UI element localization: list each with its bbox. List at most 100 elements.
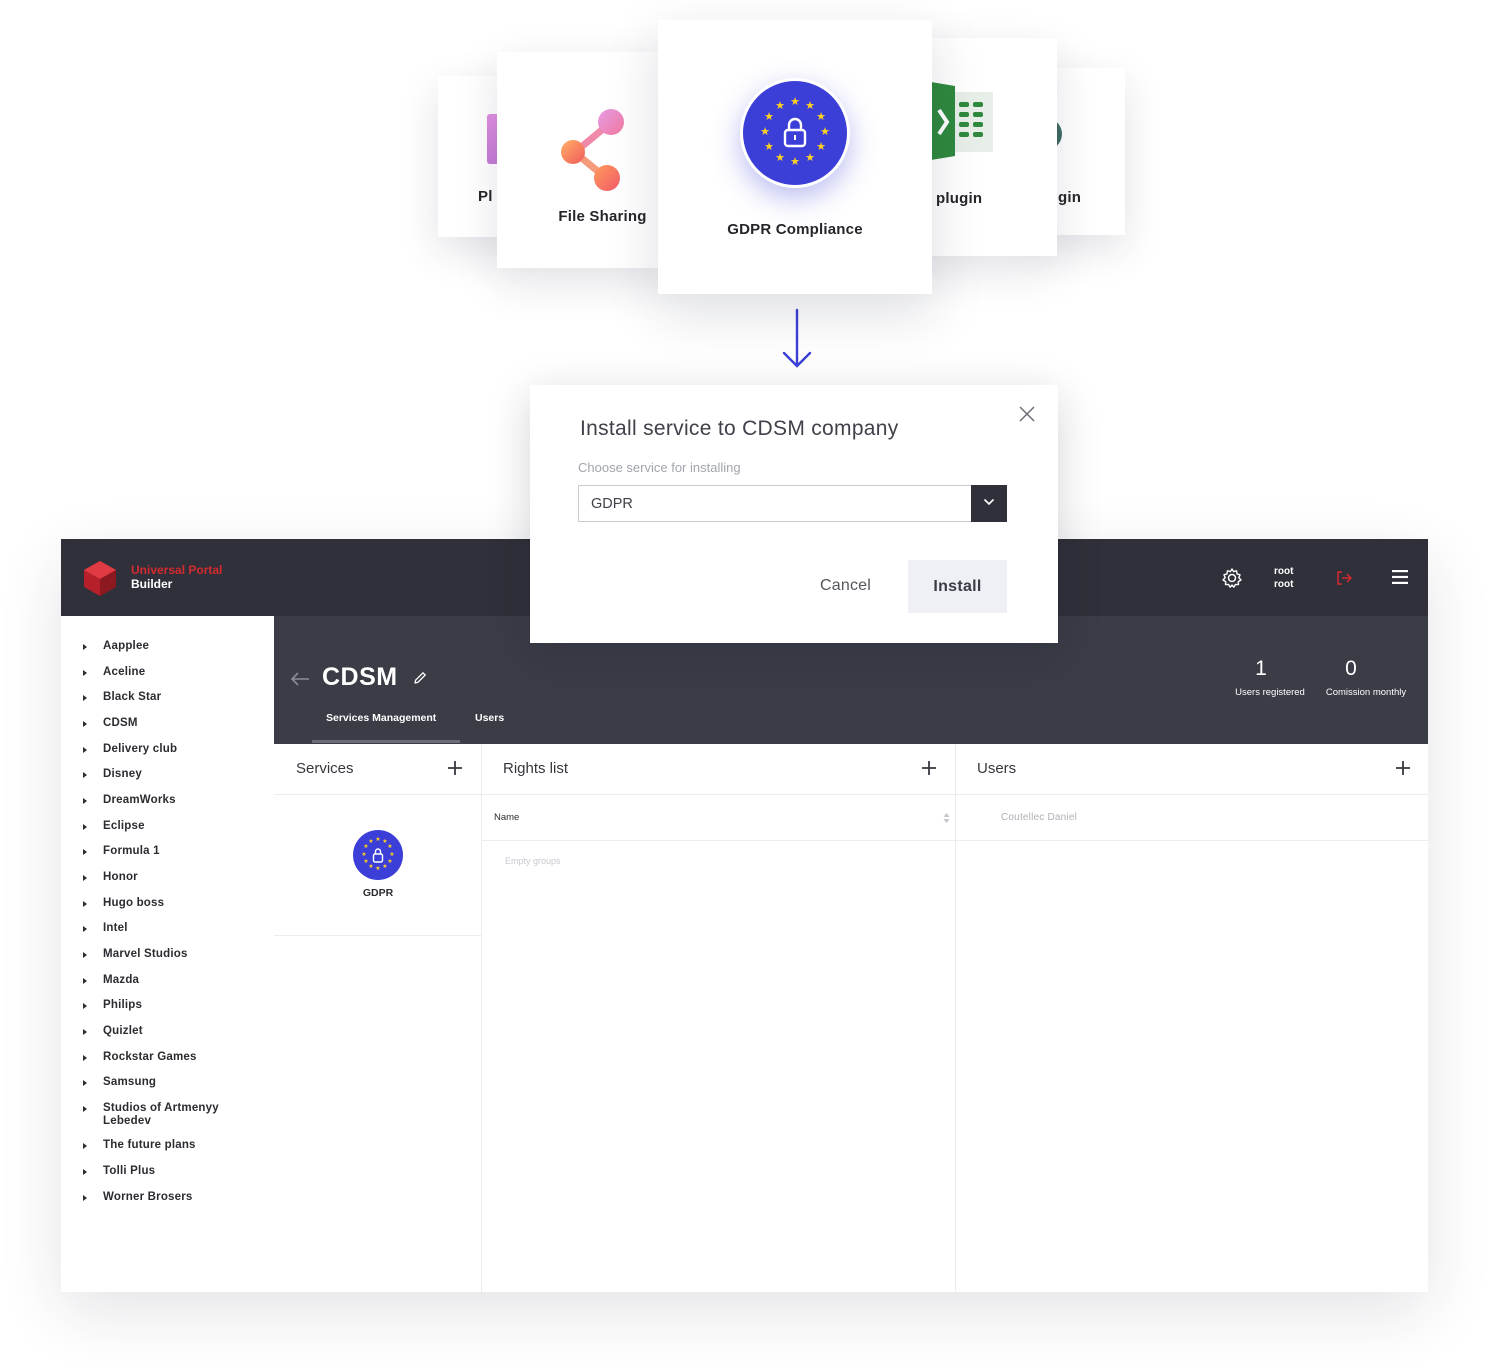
caret-right-icon xyxy=(83,670,87,676)
plus-icon[interactable] xyxy=(1396,761,1410,775)
svg-text:★: ★ xyxy=(363,843,368,850)
sidebar-item-label: Black Star xyxy=(103,691,162,703)
back-arrow-icon[interactable] xyxy=(290,672,310,686)
sidebar-item[interactable]: Rockstar Games xyxy=(83,1051,233,1064)
sidebar-item[interactable]: Studios of Artmenyy Lebedev xyxy=(83,1102,233,1128)
caret-right-icon xyxy=(83,1169,87,1175)
select-toggle[interactable] xyxy=(971,485,1007,522)
svg-text:★: ★ xyxy=(790,155,800,168)
sidebar-item-label: Rockstar Games xyxy=(103,1051,197,1063)
caret-right-icon xyxy=(83,901,87,907)
install-service-modal: Install service to CDSM company Choose s… xyxy=(530,385,1058,643)
services-panel-header: Services xyxy=(274,744,481,795)
sidebar-item[interactable]: DreamWorks xyxy=(83,794,233,807)
svg-text:★: ★ xyxy=(760,125,770,138)
rights-panel-header: Rights list xyxy=(481,744,955,795)
sidebar-item[interactable]: Worner Brosers xyxy=(83,1191,233,1204)
service-select-value: GDPR xyxy=(591,496,633,512)
caret-right-icon xyxy=(83,1029,87,1035)
empty-state-text: Empty groups xyxy=(505,856,561,866)
chevron-down-icon xyxy=(983,498,995,506)
svg-text:★: ★ xyxy=(368,863,373,870)
sidebar-item-label: Honor xyxy=(103,871,138,883)
svg-text:★: ★ xyxy=(382,838,387,845)
cancel-button[interactable]: Cancel xyxy=(820,577,872,594)
svg-text:★: ★ xyxy=(775,99,785,112)
pencil-icon[interactable] xyxy=(412,670,428,686)
install-button[interactable]: Install xyxy=(908,560,1007,613)
sidebar-item[interactable]: Delivery club xyxy=(83,743,233,756)
tab-users[interactable]: Users xyxy=(475,712,505,724)
sidebar-item[interactable]: Intel xyxy=(83,922,233,935)
caret-right-icon xyxy=(83,1055,87,1061)
caret-right-icon xyxy=(83,695,87,701)
excel-icon xyxy=(925,80,995,162)
sidebar-item[interactable]: Samsung xyxy=(83,1076,233,1089)
sidebar-item[interactable]: Marvel Studios xyxy=(83,948,233,961)
plugin-card-label: Pl xyxy=(478,188,493,205)
sidebar-item[interactable]: Hugo boss xyxy=(83,897,233,910)
rights-title: Rights list xyxy=(503,760,569,777)
plugin-card-file-sharing[interactable]: File Sharing xyxy=(497,52,672,268)
close-icon[interactable] xyxy=(1018,405,1036,423)
users-registered-label: Users registered xyxy=(1235,687,1305,698)
user-list-item[interactable]: Coutellec Daniel xyxy=(1001,812,1078,823)
sidebar-item[interactable]: Aceline xyxy=(83,666,233,679)
sidebar-item[interactable]: Disney xyxy=(83,768,233,781)
sidebar-item-label: Delivery club xyxy=(103,743,178,755)
sidebar-item[interactable]: Honor xyxy=(83,871,233,884)
service-tile-label: GDPR xyxy=(362,887,394,899)
gear-icon[interactable] xyxy=(1221,567,1243,589)
name-column-header[interactable]: Name xyxy=(494,812,520,823)
user-name[interactable]: root xyxy=(1274,566,1294,577)
svg-text:★: ★ xyxy=(816,140,826,153)
modal-subtitle: Choose service for installing xyxy=(578,460,741,475)
commission-monthly-value: 0 xyxy=(1345,657,1357,680)
caret-right-icon xyxy=(83,747,87,753)
svg-text:★: ★ xyxy=(387,858,392,865)
sidebar-item[interactable]: Quizlet xyxy=(83,1025,233,1038)
sidebar-item-label: Quizlet xyxy=(103,1025,143,1037)
sidebar-item-label: Disney xyxy=(103,768,142,780)
column-divider xyxy=(481,744,482,1292)
svg-text:★: ★ xyxy=(805,151,815,164)
plus-icon[interactable] xyxy=(448,761,462,775)
plus-icon[interactable] xyxy=(922,761,936,775)
plugin-card-label: gin xyxy=(1058,189,1082,206)
users-registered-count: 1 xyxy=(1255,657,1267,680)
plugin-card-label: plugin xyxy=(936,190,983,207)
sidebar-item[interactable]: CDSM xyxy=(83,717,233,730)
sidebar-item-label: Samsung xyxy=(103,1076,157,1088)
sidebar-item-label: Aceline xyxy=(103,666,146,678)
sidebar-item-label: Tolli Plus xyxy=(103,1165,156,1177)
svg-text:★: ★ xyxy=(389,851,394,858)
sidebar-item[interactable]: Philips xyxy=(83,999,233,1012)
sidebar-item[interactable]: The future plans xyxy=(83,1139,233,1152)
sidebar-item[interactable]: Aapplee xyxy=(83,640,233,653)
caret-right-icon xyxy=(83,644,87,650)
sidebar-item[interactable]: Formula 1 xyxy=(83,845,233,858)
plugin-card-gdpr[interactable]: ★★★★ ★★★★ ★★★★ GDPR Compliance xyxy=(658,20,932,294)
svg-text:★: ★ xyxy=(363,858,368,865)
sidebar-item[interactable]: Mazda xyxy=(83,974,233,987)
sidebar-item-label: Marvel Studios xyxy=(103,948,188,960)
svg-text:★: ★ xyxy=(764,110,774,123)
sidebar-item-label: Formula 1 xyxy=(103,845,160,857)
sidebar-item[interactable]: Eclipse xyxy=(83,820,233,833)
service-select[interactable]: GDPR xyxy=(578,485,1007,522)
sidebar-item[interactable]: Tolli Plus xyxy=(83,1165,233,1178)
svg-text:★: ★ xyxy=(375,836,380,843)
caret-right-icon xyxy=(83,824,87,830)
sidebar-item[interactable]: Black Star xyxy=(83,691,233,704)
tab-services-management[interactable]: Services Management xyxy=(326,712,437,724)
services-title: Services xyxy=(296,760,354,777)
logout-icon[interactable] xyxy=(1335,569,1353,587)
svg-text:★: ★ xyxy=(382,863,387,870)
sidebar-item-label: Mazda xyxy=(103,974,140,986)
menu-icon[interactable] xyxy=(1392,570,1408,584)
modal-title: Install service to CDSM company xyxy=(580,417,899,440)
sort-icon[interactable] xyxy=(943,811,950,823)
logo-icon xyxy=(81,559,119,597)
gdpr-eu-lock-icon[interactable]: ★★★★ ★★★★ ★★★★ xyxy=(352,829,404,881)
